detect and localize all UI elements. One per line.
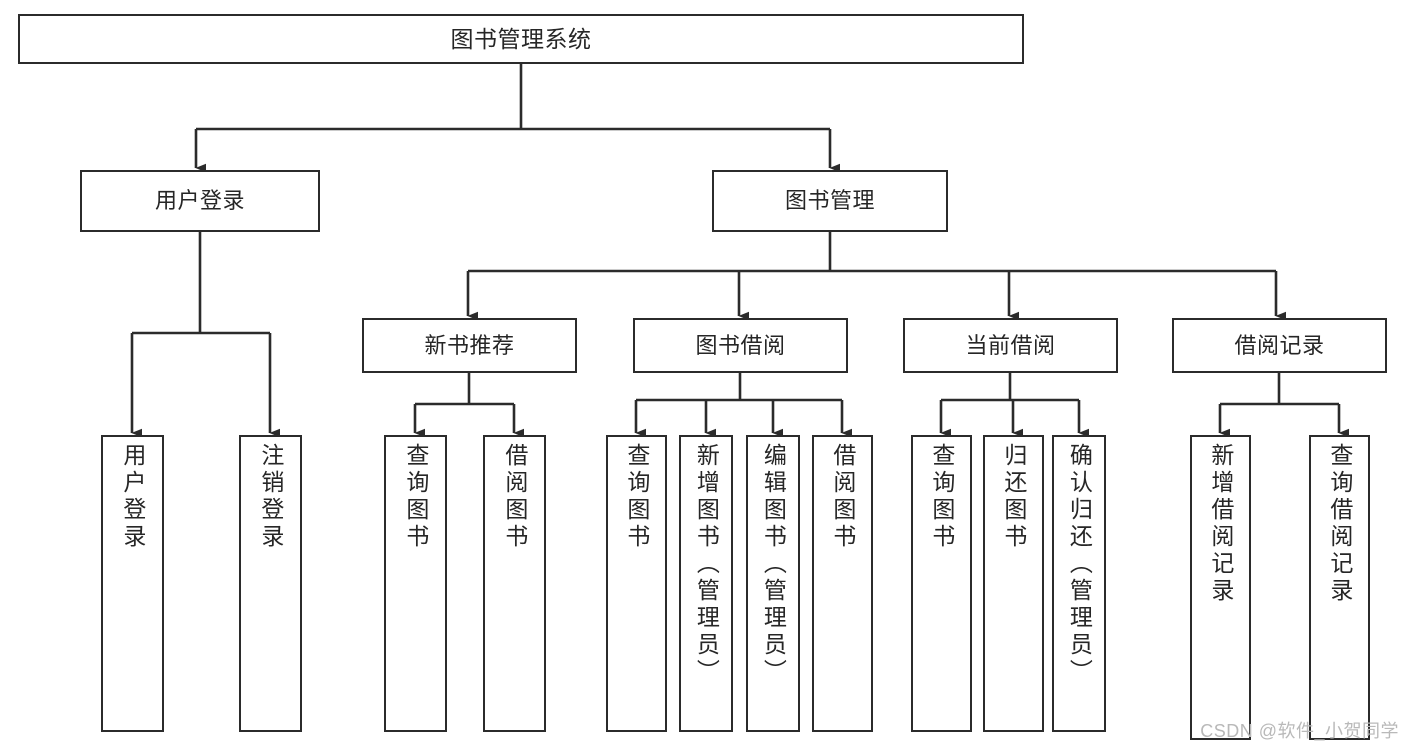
node-user-login[interactable]: 用户登录 — [80, 170, 320, 232]
node-label: 注销登录 — [257, 443, 284, 551]
node-leaf-query-record[interactable]: 查询借阅记录 — [1309, 435, 1370, 740]
node-book-borrow[interactable]: 图书借阅 — [633, 318, 848, 373]
node-leaf-add-record[interactable]: 新增借阅记录 — [1190, 435, 1251, 740]
node-label: 图书借阅 — [695, 332, 786, 358]
node-label: 确认归还（管理员） — [1066, 443, 1093, 686]
node-leaf-add-book[interactable]: 新增图书（管理员） — [679, 435, 733, 732]
node-leaf-user-logout[interactable]: 注销登录 — [239, 435, 302, 732]
node-label: 查询图书 — [623, 443, 650, 551]
node-label: 新增借阅记录 — [1207, 443, 1234, 605]
node-new-book-recommend[interactable]: 新书推荐 — [362, 318, 577, 373]
node-root-system[interactable]: 图书管理系统 — [18, 14, 1024, 64]
node-leaf-query-book-2[interactable]: 查询图书 — [606, 435, 667, 732]
node-label: 图书管理 — [784, 188, 875, 214]
node-label: 新增图书（管理员） — [693, 443, 720, 686]
node-leaf-borrow-book-2[interactable]: 借阅图书 — [812, 435, 873, 732]
node-label: 查询图书 — [402, 443, 429, 551]
node-leaf-user-login[interactable]: 用户登录 — [101, 435, 164, 732]
node-leaf-query-book-1[interactable]: 查询图书 — [384, 435, 447, 732]
node-label: 用户登录 — [119, 443, 146, 551]
node-leaf-edit-book[interactable]: 编辑图书（管理员） — [746, 435, 800, 732]
node-label: 用户登录 — [154, 188, 245, 214]
node-label: 归还图书 — [1000, 443, 1027, 551]
node-leaf-confirm-return[interactable]: 确认归还（管理员） — [1052, 435, 1106, 732]
node-label: 借阅图书 — [501, 443, 528, 551]
node-leaf-borrow-book-1[interactable]: 借阅图书 — [483, 435, 546, 732]
node-current-borrow[interactable]: 当前借阅 — [903, 318, 1118, 373]
node-label: 图书管理系统 — [450, 25, 592, 52]
node-label: 编辑图书（管理员） — [760, 443, 787, 686]
node-label: 查询图书 — [928, 443, 955, 551]
node-borrow-record[interactable]: 借阅记录 — [1172, 318, 1387, 373]
node-label: 当前借阅 — [965, 332, 1056, 358]
node-label: 借阅记录 — [1234, 332, 1325, 358]
node-label: 新书推荐 — [424, 332, 515, 358]
node-leaf-return-book[interactable]: 归还图书 — [983, 435, 1044, 732]
node-label: 查询借阅记录 — [1326, 443, 1353, 605]
node-book-management[interactable]: 图书管理 — [712, 170, 948, 232]
node-leaf-query-book-3[interactable]: 查询图书 — [911, 435, 972, 732]
node-label: 借阅图书 — [829, 443, 856, 551]
